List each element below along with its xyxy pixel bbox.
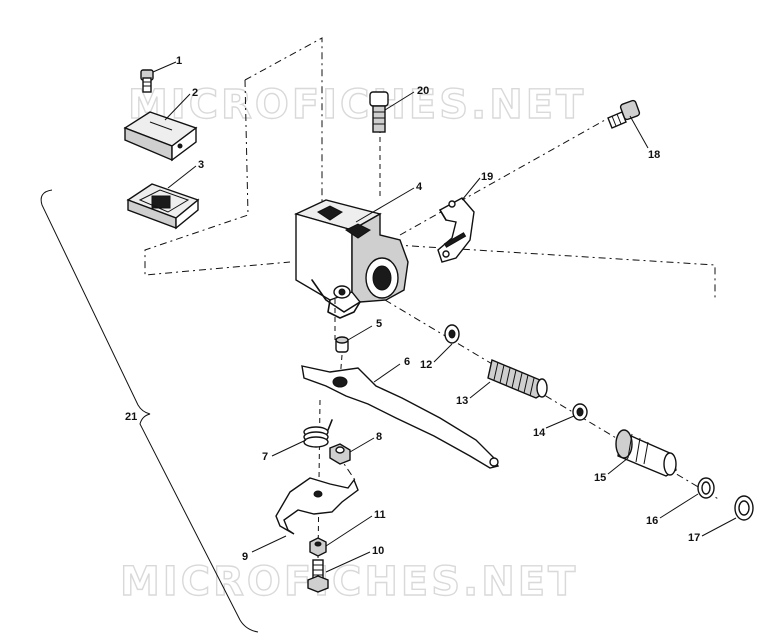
callout-12: 12: [420, 359, 432, 371]
part-11-nut: [309, 537, 327, 557]
watermark-bottom: MICROFICHES.NET: [120, 559, 578, 605]
callout-10: 10: [372, 545, 384, 557]
callout-8: 8: [376, 431, 382, 443]
part-9-switch-bracket: [275, 477, 359, 535]
part-13-boot: [487, 359, 548, 399]
callout-11: 11: [374, 509, 386, 521]
callout-labels: 1 2 3 4 5 6 7 8 9 10 11 12 13 14 15 16 1…: [125, 55, 700, 563]
part-5-pivot-pin: [335, 336, 349, 353]
part-19-clamp: [437, 197, 475, 263]
callout-19: 19: [481, 171, 493, 183]
part-17-seal: [734, 495, 754, 521]
part-6-brake-lever: [301, 365, 500, 469]
callout-4: 4: [416, 181, 423, 193]
callout-20: 20: [417, 85, 429, 97]
part-2-reservoir-cover: [123, 111, 198, 162]
part-18-bolt: [607, 99, 641, 129]
callout-16: 16: [646, 515, 658, 527]
callout-14: 14: [533, 427, 546, 439]
assembly-bracket: [40, 189, 259, 633]
part-8-nut: [329, 443, 351, 465]
part-1-screw: [140, 69, 154, 93]
callout-6: 6: [404, 356, 410, 368]
callout-3: 3: [198, 159, 204, 171]
callout-15: 15: [594, 472, 606, 484]
callout-13: 13: [456, 395, 468, 407]
part-12-washer: [444, 324, 460, 344]
callout-7: 7: [262, 451, 268, 463]
callout-18: 18: [648, 149, 660, 161]
part-3-diaphragm: [126, 183, 200, 230]
callout-5: 5: [376, 318, 382, 330]
leader-lines: [152, 61, 737, 573]
callout-1: 1: [176, 55, 182, 67]
watermark-top: MICROFICHES.NET: [128, 82, 586, 128]
callout-9: 9: [242, 551, 248, 563]
part-14-washer: [572, 403, 588, 421]
part-16-washer: [697, 477, 715, 499]
callout-21: 21: [125, 411, 137, 423]
part-15-piston: [615, 429, 677, 477]
part-20-bleeder-screw: [369, 91, 389, 133]
callout-17: 17: [688, 532, 700, 544]
part-7-spring: [303, 419, 333, 448]
part-4-master-cylinder-body: [294, 199, 409, 319]
part-10-bolt: [307, 559, 329, 593]
callout-2: 2: [192, 87, 198, 99]
